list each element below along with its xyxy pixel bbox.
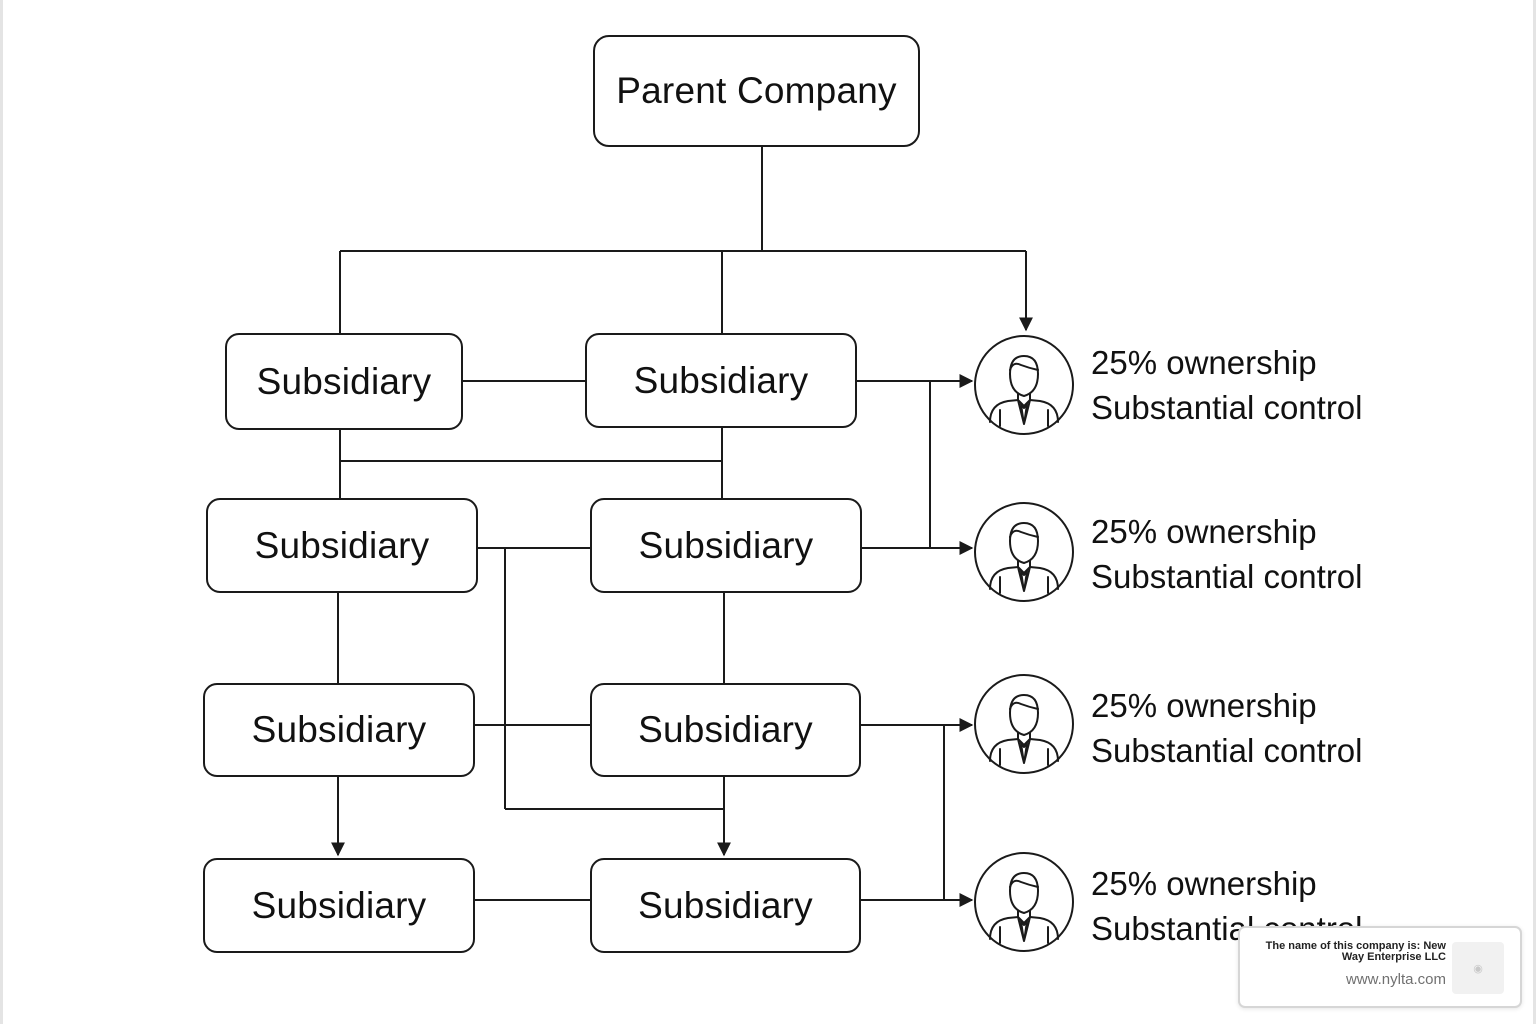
subsidiary-label: Subsidiary <box>638 524 814 566</box>
subsidiary-label: Subsidiary <box>251 709 427 750</box>
parent-company-label: Parent Company <box>616 70 897 111</box>
ownership-text: 25% ownership <box>1091 344 1317 381</box>
owner-info: 25% ownership Substantial control <box>1091 683 1363 773</box>
subsidiary-label: Subsidiary <box>638 709 813 750</box>
company-name-badge[interactable]: The name of this company is: New Way Ent… <box>1238 926 1522 1008</box>
subsidiary-label: Subsidiary <box>254 524 430 566</box>
person-icon <box>973 334 1075 436</box>
person-icon <box>973 851 1075 953</box>
ownership-text: 25% ownership <box>1091 865 1317 902</box>
control-text: Substantial control <box>1091 558 1363 595</box>
person-icon <box>973 501 1075 603</box>
subsidiary-box: Subsidiary <box>590 498 862 593</box>
subsidiary-label: Subsidiary <box>638 884 813 926</box>
subsidiary-label: Subsidiary <box>633 359 809 401</box>
subsidiary-box: Subsidiary <box>203 858 475 953</box>
subsidiary-box: Subsidiary <box>203 683 475 777</box>
subsidiary-box: Subsidiary <box>585 333 857 428</box>
subsidiary-label: Subsidiary <box>251 884 427 926</box>
control-text: Substantial control <box>1091 732 1363 769</box>
badge-company-text: The name of this company is: New Way Ent… <box>1265 940 1446 963</box>
subsidiary-box: Subsidiary <box>590 858 861 953</box>
owner-info: 25% ownership Substantial control <box>1091 509 1363 599</box>
parent-company-box: Parent Company <box>593 35 920 147</box>
person-icon <box>973 673 1075 775</box>
badge-url[interactable]: www.nylta.com <box>1345 971 1446 988</box>
subsidiary-box: Subsidiary <box>225 333 463 430</box>
ownership-text: 25% ownership <box>1091 687 1317 724</box>
owner-info: 25% ownership Substantial control <box>1091 861 1363 951</box>
subsidiary-box: Subsidiary <box>206 498 478 593</box>
right-edge-border <box>1533 0 1536 1024</box>
logo-icon: ◉ <box>1452 942 1504 994</box>
subsidiary-label: Subsidiary <box>256 360 432 402</box>
owner-info: 25% ownership Substantial control <box>1091 340 1363 430</box>
subsidiary-box: Subsidiary <box>590 683 861 777</box>
ownership-text: 25% ownership <box>1091 513 1317 550</box>
control-text: Substantial control <box>1091 389 1363 426</box>
left-edge-border <box>0 0 3 1024</box>
